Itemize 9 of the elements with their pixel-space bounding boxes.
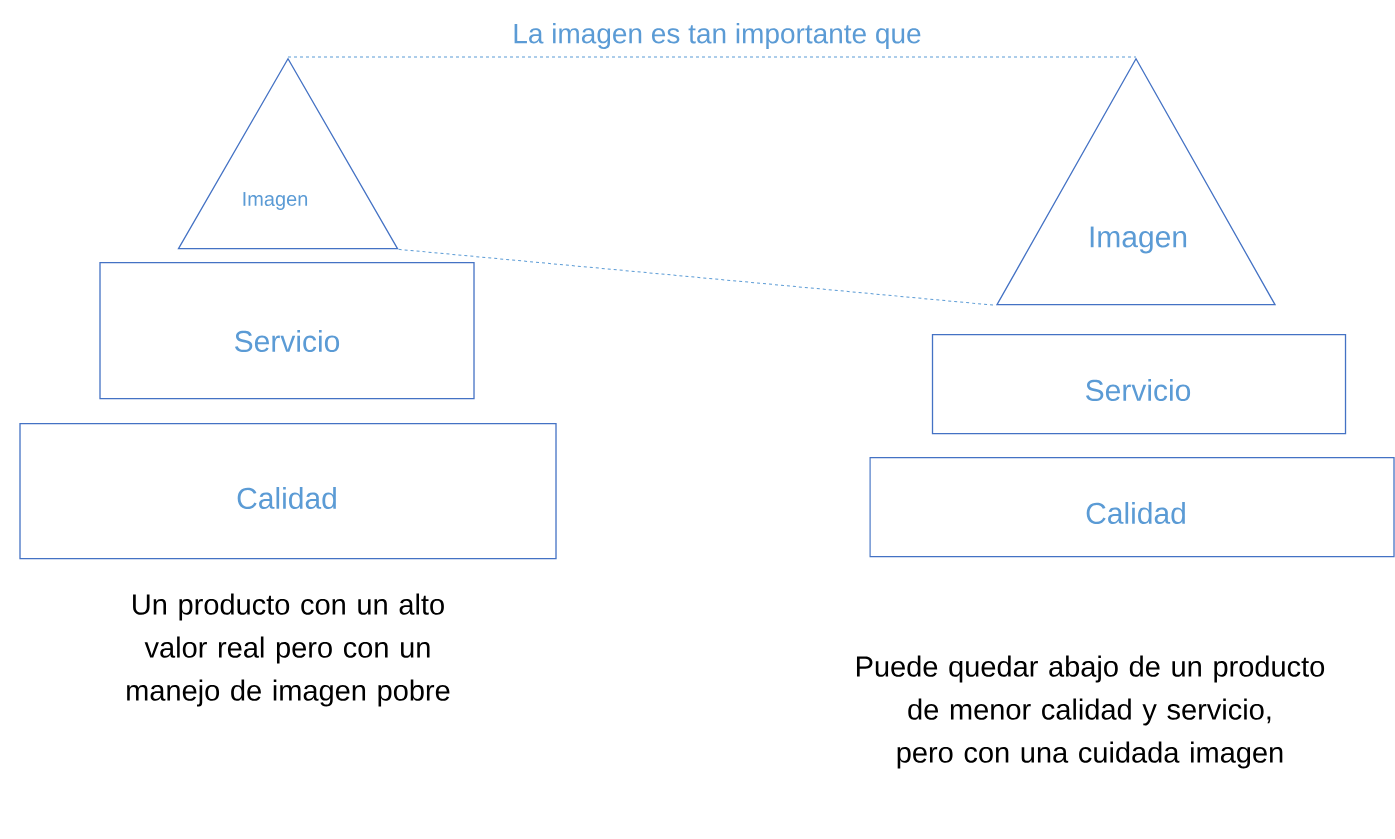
trapezoid-layer: Calidad [19, 423, 557, 560]
trapezoid-layer: Servicio [99, 262, 475, 400]
trapezoid-layer: Calidad [869, 457, 1395, 558]
dashed-line [287, 56, 1137, 58]
dashed-line [398, 248, 997, 306]
caption-text: Puede quedar abajo de un producto de menor calidad y servicio, pero con una cuidada imagen [857, 655, 1325, 769]
edge-label: La imagen es tan importante que [511, 21, 923, 51]
caption-text: Un producto con un alto valor real pero con un manejo de imagen pobre [127, 593, 450, 707]
trapezoid-layer: Servicio [931, 334, 1347, 435]
